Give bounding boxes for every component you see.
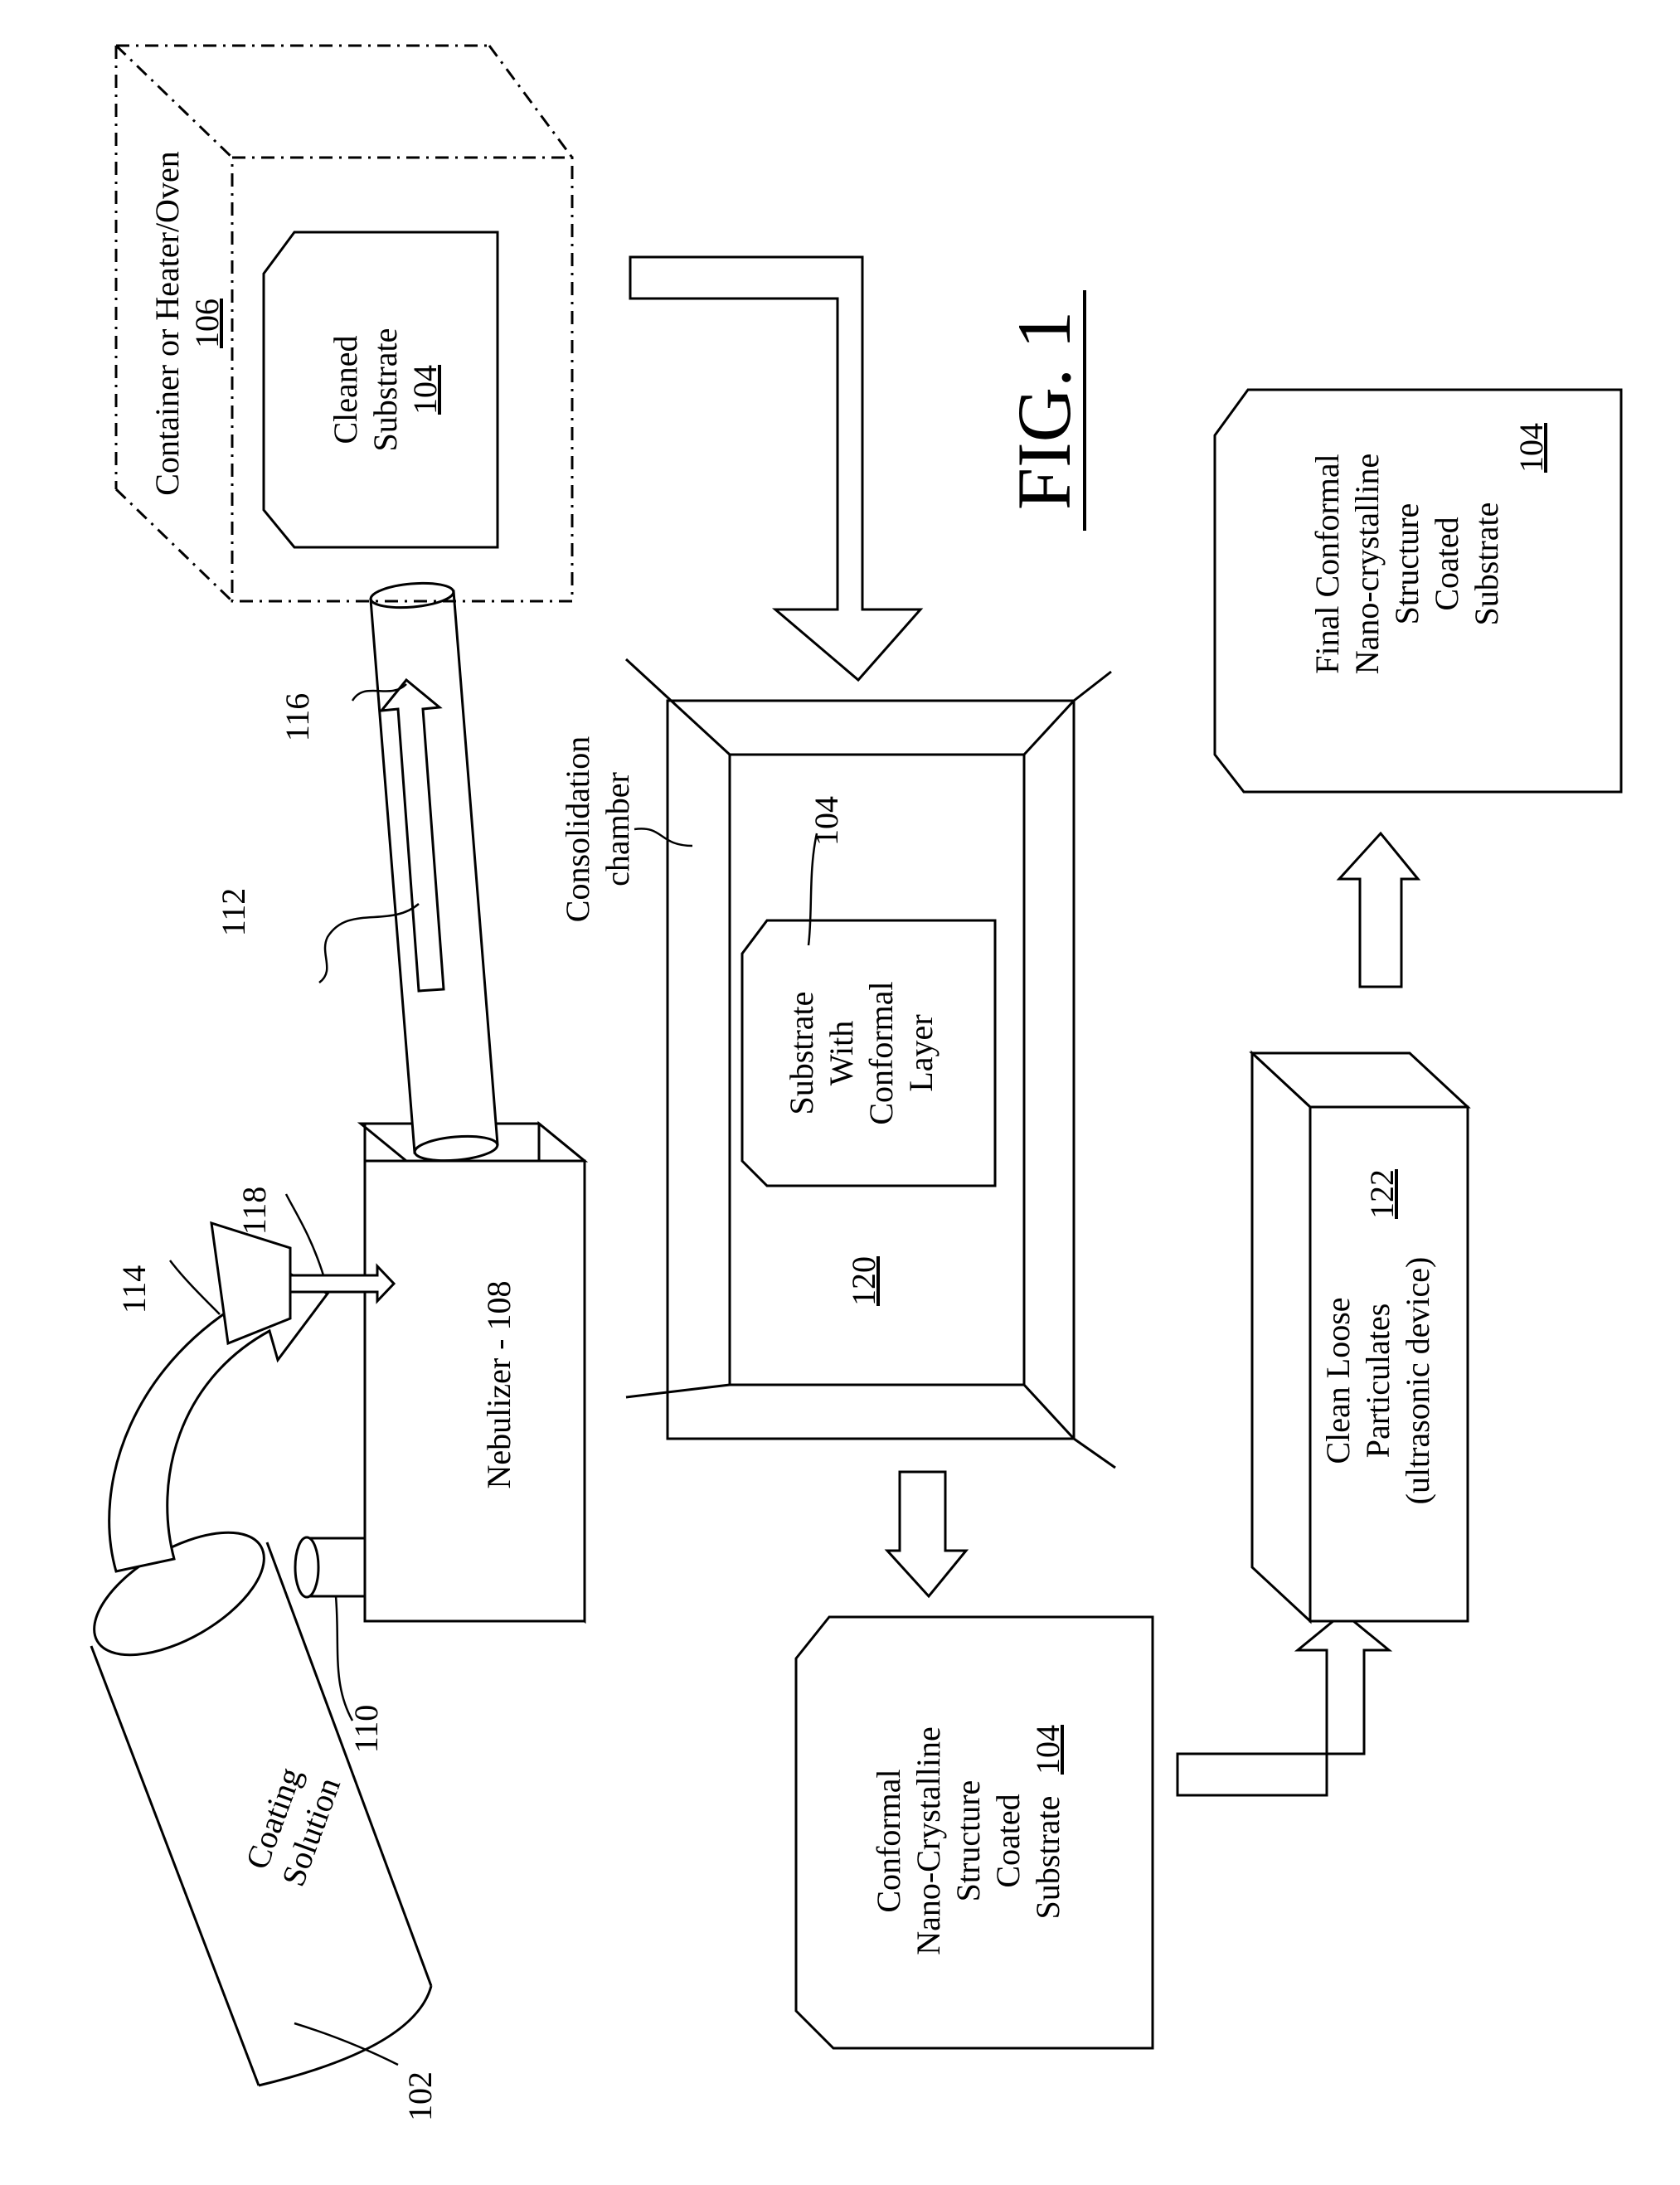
coated-substrate: Conformal Nano-Crystalline Structure Coa… (796, 1617, 1153, 2048)
oven-to-chamber-arrow (630, 257, 920, 680)
cleaned-substrate-ref: 104 (406, 365, 444, 415)
particulates-label-1: Clean Loose (1319, 1297, 1357, 1464)
consolidation-chamber: Consolidation chamber 120 Substrate With… (559, 659, 1115, 1468)
final-substrate: Final Conformal Nano-crystalline Structu… (1215, 390, 1621, 792)
ref-110: 110 (347, 1705, 385, 1754)
final-substrate-label-4: Coated (1428, 517, 1465, 610)
chamber-to-coated-arrow (887, 1472, 966, 1596)
coated-substrate-label-4: Coated (989, 1794, 1027, 1887)
container-label: Container or Heater/Oven (148, 151, 186, 495)
container-oven: Container or Heater/Oven 106 Cleaned Sub… (116, 46, 572, 601)
nebulizer-box: Nebulizer - 108 (361, 1124, 585, 1621)
coated-substrate-label-1: Conformal (870, 1769, 907, 1912)
figure-title-text: FIG. 1 (1002, 311, 1086, 510)
substrate-layer-label-4: Layer (902, 1014, 940, 1091)
cleaned-substrate-label-2: Substrate (367, 328, 404, 452)
particulates-label-3: (ultrasonic device) (1399, 1257, 1436, 1505)
coated-substrate-label-5: Substrate (1029, 1796, 1066, 1920)
ref-112: 112 (215, 888, 252, 937)
final-substrate-ref: 104 (1512, 423, 1550, 473)
consolidation-chamber-label-2: chamber (599, 772, 636, 886)
cleaned-substrate-label-1: Cleaned (327, 335, 364, 444)
substrate-layer-label-2: With (823, 1021, 860, 1085)
coated-substrate-ref: 104 (1029, 1725, 1066, 1775)
particulates-label-2: Particulates (1359, 1304, 1396, 1459)
cleaning-to-final-arrow (1339, 833, 1418, 987)
final-substrate-label-1: Final Conformal (1309, 454, 1346, 674)
substrate-layer-label-3: Conformal (862, 981, 900, 1124)
coated-to-cleaning-arrow (1177, 1613, 1389, 1795)
figure-title: FIG. 1 (1002, 290, 1086, 531)
particulates-box: Clean Loose Particulates (ultrasonic dev… (1252, 1053, 1468, 1621)
substrate-layer-label-1: Substrate (783, 992, 820, 1115)
consolidation-chamber-label-1: Consolidation (559, 736, 596, 922)
ref-102: 102 (401, 2071, 439, 2121)
coated-substrate-label-2: Nano-Crystalline (910, 1726, 947, 1955)
ref-114: 114 (115, 1265, 153, 1314)
ref-104-chamber: 104 (808, 796, 845, 846)
ref-118: 118 (235, 1187, 273, 1236)
ref-116: 116 (279, 693, 316, 742)
nebulizer-label: Nebulizer - 108 (480, 1280, 517, 1488)
ref-106: 106 (188, 299, 226, 348)
final-substrate-label-2: Nano-crystalline (1348, 454, 1386, 675)
final-substrate-label-3: Structure (1388, 503, 1425, 625)
coated-substrate-label-3: Structure (949, 1780, 987, 1902)
transfer-tube: 112 116 (215, 580, 498, 1164)
gas-source: 114 118 (115, 1187, 394, 1343)
final-substrate-label-5: Substrate (1468, 503, 1505, 626)
ref-120: 120 (845, 1256, 882, 1306)
ref-122: 122 (1363, 1169, 1401, 1219)
